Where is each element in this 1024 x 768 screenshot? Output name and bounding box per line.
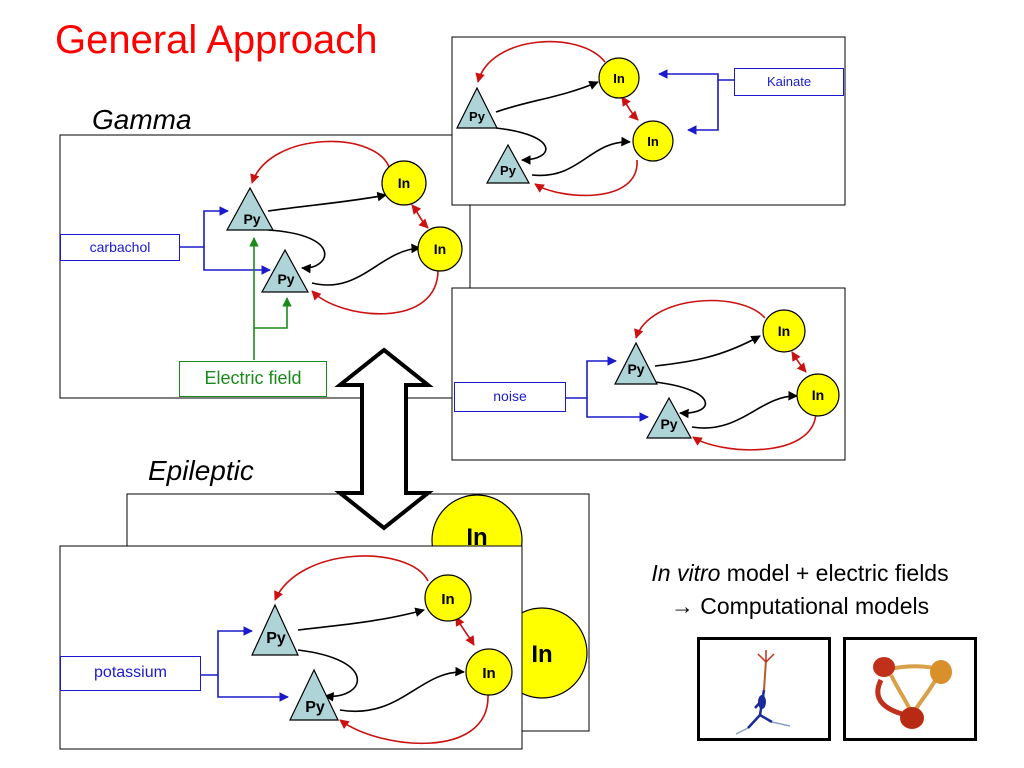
interneuron-cell xyxy=(465,648,513,696)
caption-line-1: In vitro model + electric fields xyxy=(600,560,1000,587)
carbachol-label: carbachol xyxy=(89,239,151,255)
caption-rest: model + electric fields xyxy=(720,560,949,586)
gamma-label: Gamma xyxy=(92,104,192,135)
gamma-carbachol-panel xyxy=(59,134,471,399)
py-label: Py xyxy=(660,416,677,432)
pyramidal-cell xyxy=(645,396,693,439)
pyramidal-cell xyxy=(260,248,310,293)
electric-field-input-box: Electric field xyxy=(179,361,327,397)
py-label: Py xyxy=(469,109,486,124)
py-label: Py xyxy=(243,211,260,227)
electric-field-label: Electric field xyxy=(204,368,302,388)
py-label: Py xyxy=(266,630,286,647)
pyramidal-cell xyxy=(225,186,275,231)
gamma-kainate-panel xyxy=(451,36,846,206)
pyramidal-cell xyxy=(614,341,658,385)
noise-label: noise xyxy=(493,388,527,404)
in-label: In xyxy=(434,241,446,257)
in-label-large: In xyxy=(531,641,552,668)
caption-line-2: → Computational models xyxy=(670,593,930,619)
gamma-noise-panel xyxy=(451,287,846,461)
in-label: In xyxy=(613,71,625,86)
interneuron-cell xyxy=(598,57,640,99)
interneuron-cell xyxy=(417,226,463,272)
epileptic-potassium-panel xyxy=(59,545,523,750)
interneuron-cell xyxy=(381,160,427,206)
slide-title: General Approach xyxy=(55,18,378,62)
in-label-large: In xyxy=(466,524,487,551)
potassium-label: potassium xyxy=(94,664,167,681)
compartment-model-icon xyxy=(843,637,977,741)
py-label: Py xyxy=(305,699,325,716)
interneuron-cell xyxy=(632,120,674,162)
carbachol-input-box: carbachol xyxy=(60,234,180,261)
interneuron-cell xyxy=(762,309,806,353)
neuron-model-icon xyxy=(697,637,831,741)
in-label: In xyxy=(812,387,824,403)
in-label: In xyxy=(441,591,454,608)
py-label: Py xyxy=(500,163,517,178)
double-arrow-icon xyxy=(334,347,434,531)
interneuron-cell xyxy=(796,373,840,417)
in-label: In xyxy=(647,134,659,149)
noise-input-box: noise xyxy=(454,382,566,412)
in-label: In xyxy=(778,323,790,339)
in-label: In xyxy=(482,665,495,682)
interneuron-cell xyxy=(424,574,472,622)
py-label: Py xyxy=(627,361,644,377)
py-label: Py xyxy=(277,271,294,287)
pyramidal-cell xyxy=(456,86,498,129)
kainate-label: Kainate xyxy=(766,74,812,89)
in-label: In xyxy=(398,175,410,191)
epileptic-label: Epileptic xyxy=(148,455,254,486)
kainate-input-box: Kainate xyxy=(734,68,844,96)
caption-italic: In vitro xyxy=(651,560,721,586)
potassium-input-box: potassium xyxy=(60,656,201,691)
pyramidal-cell xyxy=(251,603,299,656)
pyramidal-cell xyxy=(289,668,339,721)
pyramidal-cell xyxy=(485,143,531,184)
